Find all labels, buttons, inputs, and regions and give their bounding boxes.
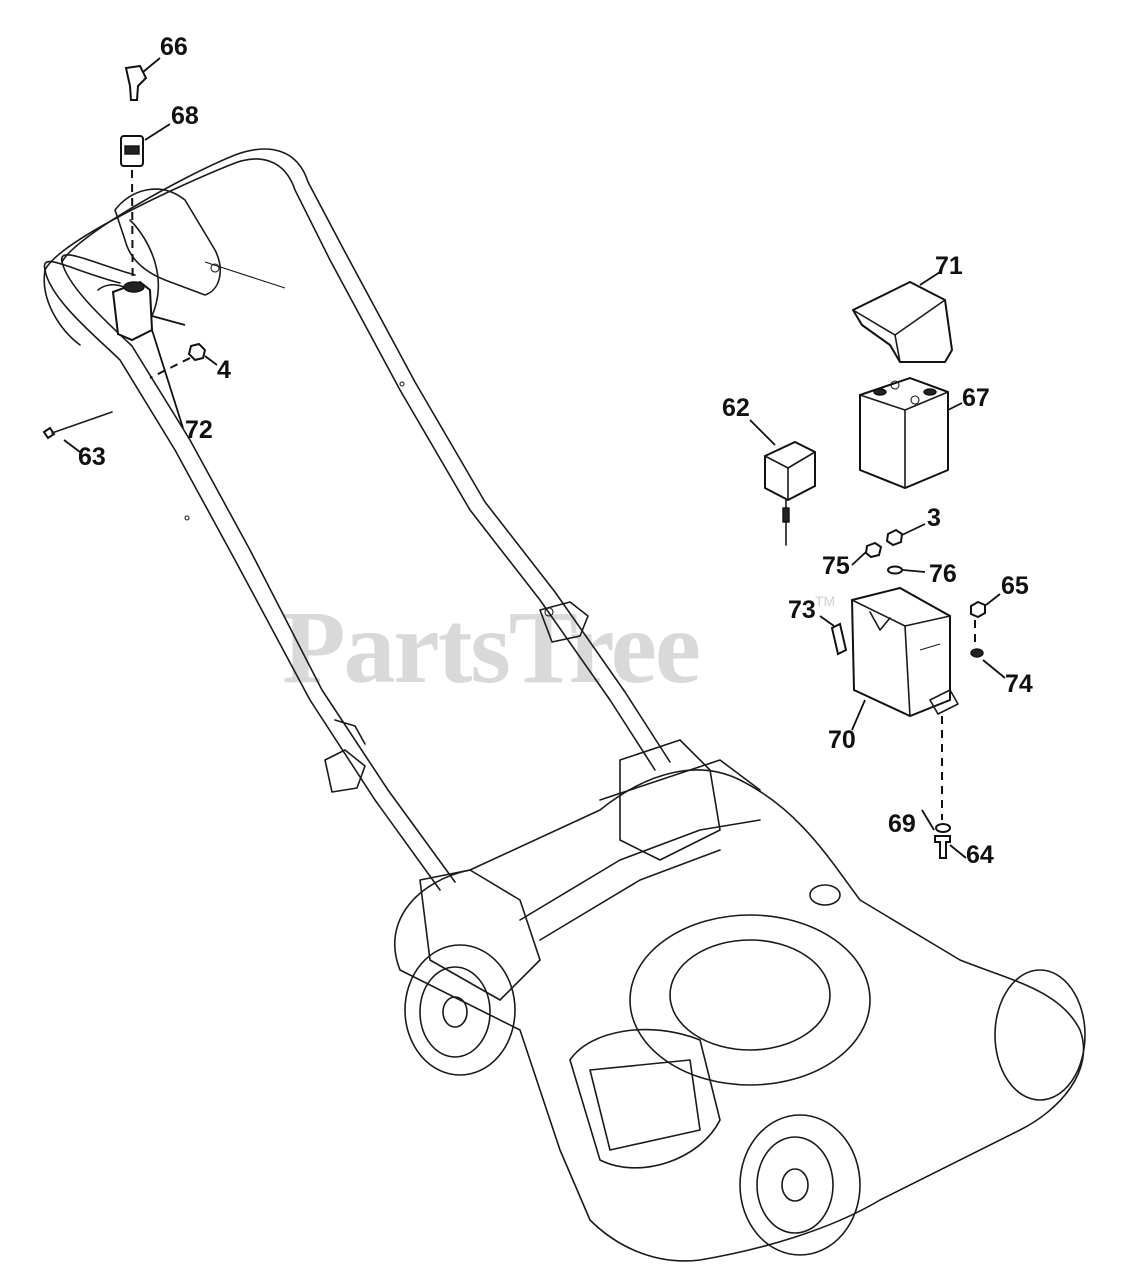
handle-assembly: [43, 148, 671, 891]
key-part: 66: [124, 33, 188, 101]
mower-deck: [394, 739, 1086, 1262]
battery-tray-part: 70: [828, 586, 959, 754]
watermark: PartsTree TM: [282, 590, 835, 705]
washer-part-76: 76: [887, 560, 957, 588]
callout-74: 74: [1005, 670, 1033, 698]
callout-63: 63: [78, 443, 106, 471]
callout-62: 62: [722, 394, 750, 422]
bolt-part-64: 64: [934, 835, 994, 869]
callout-69: 69: [888, 810, 916, 838]
callout-75: 75: [822, 552, 850, 580]
nut-part: 4: [149, 342, 231, 384]
screw-part: 63: [42, 411, 113, 471]
callout-64: 64: [966, 841, 994, 869]
callout-67: 67: [962, 384, 990, 412]
callout-70: 70: [828, 726, 856, 754]
callout-4: 4: [217, 356, 231, 384]
bolt-part: 3: [885, 504, 941, 547]
callout-73: 73: [788, 596, 816, 624]
key-switch-parts: 66 68 4 72 63: [42, 33, 231, 471]
watermark-trademark: TM: [815, 593, 835, 609]
charger-part: 62: [722, 394, 816, 546]
callout-3: 3: [927, 504, 941, 532]
battery-part: 67: [859, 376, 990, 490]
callout-76: 76: [929, 560, 957, 588]
watermark-text: PartsTree: [282, 590, 699, 705]
nut-part-65: 65: [970, 572, 1029, 619]
callout-68: 68: [171, 102, 199, 130]
washer-part-69: 69: [888, 809, 951, 838]
callout-66: 66: [160, 33, 188, 61]
switch-part: 68: [120, 102, 199, 167]
battery-parts: 71 67 62 3: [722, 252, 1033, 869]
callout-65: 65: [1001, 572, 1029, 600]
callout-71: 71: [935, 252, 963, 280]
callout-72: 72: [185, 416, 213, 444]
battery-cover-part: 71: [851, 252, 963, 363]
housing-part: 72: [111, 280, 213, 444]
washer-part-74: 74: [970, 648, 1033, 698]
clip-part: 73: [788, 596, 848, 656]
bolt-part-75: 75: [822, 541, 883, 580]
